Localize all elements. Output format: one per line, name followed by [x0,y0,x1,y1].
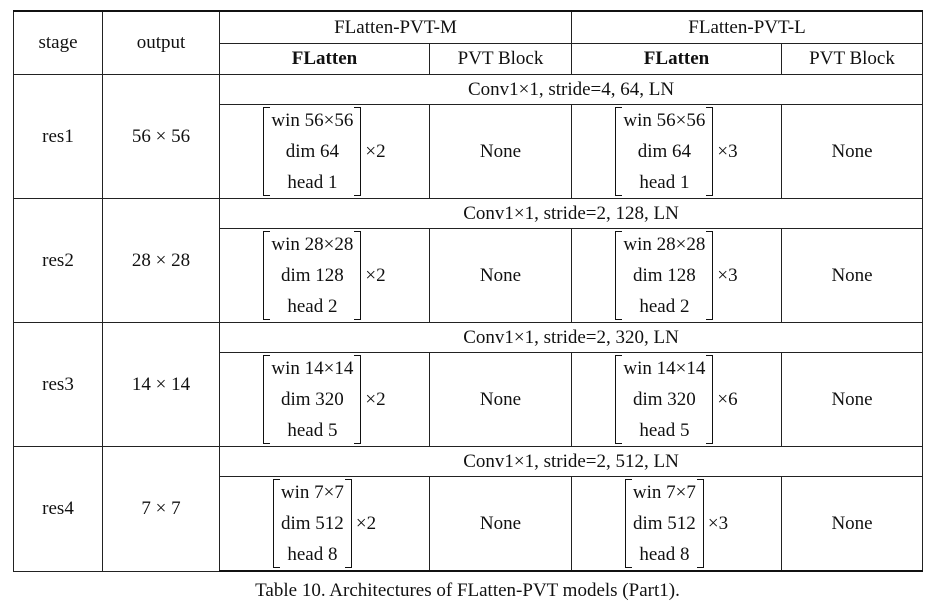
flatten-block: win 56×56 dim 64 head 1 ×3 [573,106,781,198]
bracket-matrix: win 28×28 dim 128 head 2 [263,230,362,322]
bracket-matrix: win 7×7 dim 512 head 8 [272,477,352,569]
repeat-multiplier: ×2 [355,512,377,534]
head-line: head 8 [639,544,690,565]
win-line: win 14×14 [271,358,354,379]
output-cell: 28 × 28 [102,198,220,323]
stage-cell: res4 [13,446,103,572]
stage-cell: res1 [13,74,103,199]
table-body: stage output FLatten-PVT-M FLatten-PVT-L… [13,10,924,572]
win-line: win 28×28 [271,234,354,255]
conv-cell: Conv1×1, stride=2, 512, LN [218,446,924,477]
dim-line: dim 64 [637,141,692,162]
conv-cell: Conv1×1, stride=2, 320, LN [218,322,924,353]
stage-cell: res2 [13,198,103,323]
pvt-block-header-m: PVT Block [428,43,573,75]
head-line: head 2 [287,296,338,317]
pvt-block-cell: None [428,476,573,572]
flatten-block-cell: win 7×7 dim 512 head 8 ×3 [571,476,783,572]
flatten-block: win 56×56 dim 64 head 1 ×2 [221,106,429,198]
flatten-block: win 7×7 dim 512 head 8 ×2 [221,477,429,569]
architecture-table: stage output FLatten-PVT-M FLatten-PVT-L… [13,10,924,572]
flatten-block: win 28×28 dim 128 head 2 ×2 [221,230,429,322]
flatten-block-cell: win 28×28 dim 128 head 2 ×2 [219,228,430,323]
dim-line: dim 128 [633,265,696,286]
head-line: head 2 [639,296,690,317]
flatten-block-cell: win 14×14 dim 320 head 5 ×2 [219,352,430,447]
win-line: win 56×56 [623,110,706,131]
stage-header: stage [13,10,103,75]
header-row-2: FLatten PVT Block FLatten PVT Block [14,43,924,75]
model-m-header: FLatten-PVT-M [218,10,573,44]
pvt-block-cell: None [781,228,924,323]
pvt-block-cell: None [428,104,573,199]
flatten-block: win 14×14 dim 320 head 5 ×2 [221,354,429,446]
dim-line: dim 320 [633,389,696,410]
repeat-multiplier: ×3 [717,140,738,162]
bracket-matrix: win 28×28 dim 128 head 2 [615,230,714,322]
win-line: win 7×7 [632,482,696,503]
flatten-block-cell: win 56×56 dim 64 head 1 ×2 [219,104,430,199]
block-row: win 7×7 dim 512 head 8 ×2 None win 7×7 dim 512… [14,476,924,572]
win-line: win 56×56 [271,110,354,131]
head-line: head 8 [287,544,338,565]
repeat-multiplier: ×2 [365,264,386,286]
bracket-matrix: win 56×56 dim 64 head 1 [263,106,362,198]
table-caption: Table 10. Architectures of FLatten-PVT m… [255,580,680,601]
head-line: head 1 [639,172,690,193]
repeat-multiplier: ×3 [707,512,729,534]
flatten-block-cell: win 7×7 dim 512 head 8 ×2 [219,476,430,572]
pvt-block-cell: None [781,104,924,199]
dim-line: dim 512 [280,513,344,534]
repeat-multiplier: ×2 [365,140,386,162]
flatten-header-m: FLatten [219,43,430,75]
pvt-block-header-l: PVT Block [781,43,924,75]
bracket-matrix: win 14×14 dim 320 head 5 [263,354,362,446]
pvt-block-cell: None [428,352,573,447]
dim-line: dim 320 [280,389,344,410]
conv-cell: Conv1×1, stride=2, 128, LN [218,198,924,229]
win-line: win 28×28 [623,234,706,255]
win-line: win 14×14 [623,358,706,379]
flatten-block: win 14×14 dim 320 head 5 ×6 [573,354,781,446]
flatten-header-l: FLatten [571,43,783,75]
bracket-matrix: win 14×14 dim 320 head 5 [615,354,714,446]
head-line: head 5 [287,420,338,441]
bracket-matrix: win 56×56 dim 64 head 1 [615,106,714,198]
output-header: output [102,10,220,75]
pvt-block-cell: None [781,476,924,572]
flatten-block: win 28×28 dim 128 head 2 ×3 [573,230,781,322]
flatten-block-cell: win 56×56 dim 64 head 1 ×3 [571,104,783,199]
dim-line: dim 128 [280,265,344,286]
dim-line: dim 64 [285,141,340,162]
header-row-1: stage output FLatten-PVT-M FLatten-PVT-L [13,10,924,75]
conv-cell: Conv1×1, stride=4, 64, LN [218,74,924,105]
repeat-multiplier: ×3 [717,264,738,286]
pvt-block-cell: None [428,228,573,323]
flatten-block: win 7×7 dim 512 head 8 ×3 [573,477,781,569]
stage-cell: res3 [13,322,103,447]
block-row: win 14×14 dim 320 head 5 ×2 None win 14×14 dim… [14,352,924,447]
model-l-header: FLatten-PVT-L [571,10,924,44]
head-line: head 1 [287,172,338,193]
repeat-multiplier: ×2 [365,388,386,410]
flatten-block-cell: win 14×14 dim 320 head 5 ×6 [571,352,783,447]
output-cell: 7 × 7 [102,446,220,572]
bracket-matrix: win 7×7 dim 512 head 8 [624,477,704,569]
repeat-multiplier: ×6 [717,388,738,410]
output-cell: 14 × 14 [102,322,220,447]
flatten-block-cell: win 28×28 dim 128 head 2 ×3 [571,228,783,323]
pvt-block-cell: None [781,352,924,447]
block-row: win 28×28 dim 128 head 2 ×2 None win 28×28 dim… [14,228,924,323]
head-line: head 5 [639,420,690,441]
output-cell: 56 × 56 [102,74,220,199]
win-line: win 7×7 [280,482,344,503]
dim-line: dim 512 [633,513,696,534]
